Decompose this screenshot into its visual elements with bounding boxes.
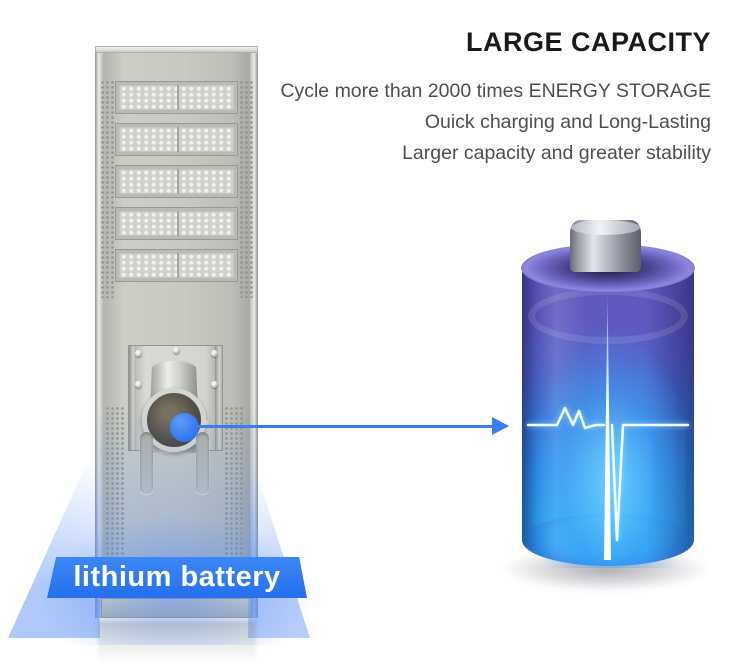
screw-icon	[135, 350, 142, 357]
battery-location-dot	[170, 413, 199, 442]
screw-icon	[135, 381, 142, 388]
callout-arrow-line	[196, 425, 494, 428]
floor-reflection	[98, 621, 256, 671]
lamp-top-edge	[95, 46, 258, 53]
led-module	[116, 124, 237, 155]
vent-slot	[196, 432, 209, 494]
battery-illustration	[500, 218, 715, 598]
screw-icon	[211, 350, 218, 357]
lithium-battery-label: lithium battery	[47, 557, 307, 598]
lamp-left-rail	[95, 48, 103, 618]
led-module	[116, 166, 237, 197]
screw-icon	[173, 347, 180, 354]
subtitle-line: Cycle more than 2000 times ENERGY STORAG…	[280, 80, 711, 102]
vent-slot	[140, 432, 153, 494]
headline-block: LARGE CAPACITY Cycle more than 2000 time…	[280, 27, 711, 169]
perforation-strip	[100, 80, 114, 298]
arrow-right-icon	[492, 417, 509, 435]
page-title: LARGE CAPACITY	[465, 27, 711, 57]
screw-icon	[211, 381, 218, 388]
screw-icon	[203, 420, 210, 427]
battery-terminal-cap	[570, 220, 641, 272]
lamp-right-rail	[250, 48, 258, 618]
subtitle-line: Larger capacity and greater stability	[402, 142, 711, 164]
perforation-strip	[239, 80, 253, 298]
subtitle-block: Cycle more than 2000 times ENERGY STORAG…	[280, 76, 711, 169]
heartbeat-pulse-line	[526, 406, 690, 542]
energy-pulse-beam	[604, 290, 611, 560]
led-module	[116, 82, 237, 113]
subtitle-line: Ouick charging and Long-Lasting	[424, 111, 711, 133]
led-module	[116, 250, 237, 281]
led-module	[116, 208, 237, 239]
